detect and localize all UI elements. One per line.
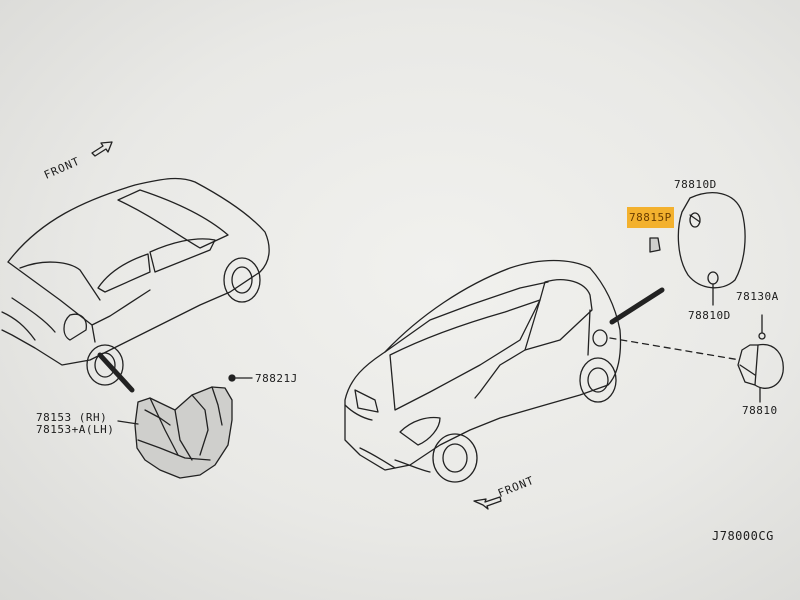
diagram-code: J78000CG	[712, 529, 774, 543]
front-car-outline	[344, 259, 665, 483]
fuel-door-parts	[609, 192, 784, 403]
part-label-78810D-top: 78810D	[674, 178, 717, 191]
part-label-78810: 78810	[742, 404, 778, 417]
part-label-78821J: 78821J	[255, 372, 298, 385]
part-label-78810D-bottom: 78810D	[688, 309, 731, 322]
front-arrow-right	[473, 496, 502, 510]
mud-guard-part	[117, 374, 253, 479]
part-label-78153-lh: 78153+A(LH)	[36, 423, 115, 436]
front-arrow-left	[91, 141, 113, 157]
part-label-78153-rh: 78153 (RH)	[36, 411, 108, 424]
part-label-78815P: 78815P	[627, 207, 674, 228]
rear-car-outline	[1, 177, 270, 393]
part-label-78130A: 78130A	[736, 290, 779, 303]
